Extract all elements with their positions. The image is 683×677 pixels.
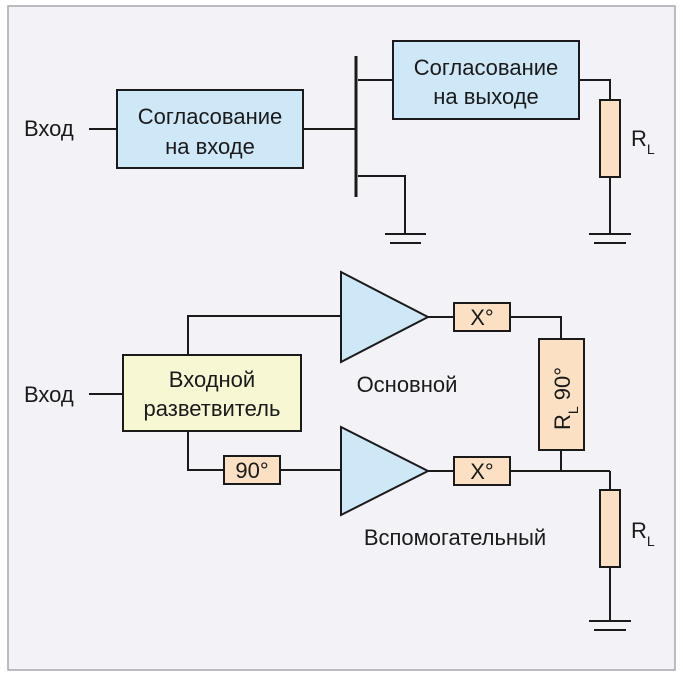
input-matching-box — [116, 89, 304, 169]
output-matching-line2: на выходе — [433, 84, 539, 109]
top-load-resistor — [599, 99, 621, 178]
top-circuit: Вход Согласование на входе Согласование … — [24, 40, 655, 244]
auxiliary-amplifier-label: Вспомогательный — [364, 525, 546, 550]
splitter-line1: Входной — [169, 367, 255, 392]
aux-x-label: X° — [470, 459, 493, 484]
quarter-wave-label: RL 90° — [550, 367, 581, 430]
main-amplifier-label: Основной — [357, 372, 458, 397]
output-wire — [579, 79, 611, 100]
output-matching-line1: Согласование — [414, 55, 559, 80]
main-amp-input-wire — [187, 315, 341, 355]
bottom-input-label: Вход — [24, 382, 74, 407]
output-matching-box — [392, 40, 580, 120]
phase-shifter-input-wire — [187, 431, 224, 471]
splitter-line2: разветвитель — [144, 396, 281, 421]
bottom-load-resistor — [599, 489, 621, 568]
auxiliary-amplifier — [340, 425, 431, 517]
input-splitter-box — [122, 354, 302, 432]
input-matching-line2: на входе — [165, 134, 255, 159]
phase-shifter-label: 90° — [235, 458, 268, 483]
main-x-label: X° — [470, 305, 493, 330]
source-wire — [358, 175, 406, 234]
top-load-label: RL — [631, 126, 655, 157]
phase-shifter-90 — [223, 455, 281, 485]
input-matching-line1: Согласование — [138, 104, 283, 129]
main-amplifier — [340, 270, 431, 364]
top-input-label: Вход — [24, 116, 74, 141]
bottom-circuit: Вход Входной разветвитель Основной X° RL… — [24, 270, 655, 631]
bottom-load-label: RL — [631, 518, 655, 549]
quarter-wave-line — [538, 338, 585, 451]
main-x-output-wire — [510, 316, 562, 339]
